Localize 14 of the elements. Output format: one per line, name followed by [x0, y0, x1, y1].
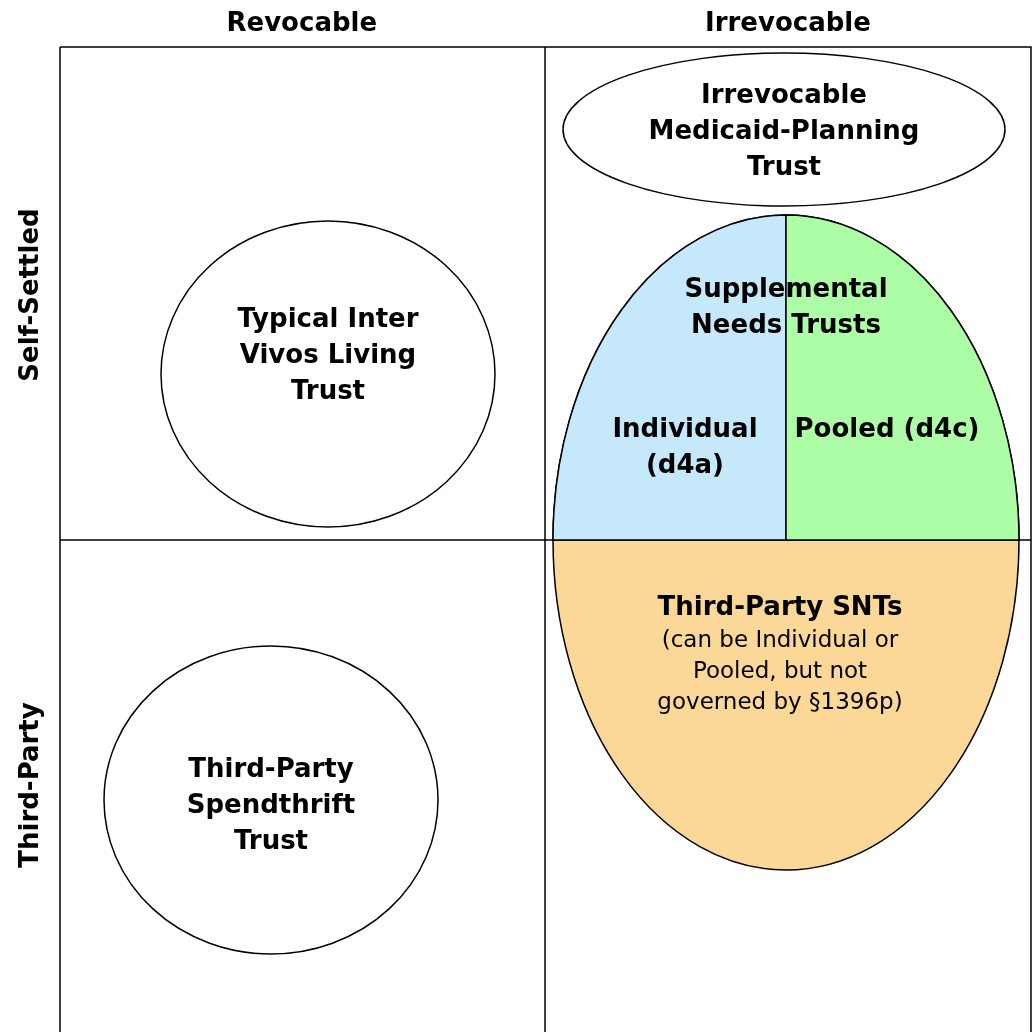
- node-title: Third-Party Spendthrift Trust: [185, 752, 357, 857]
- row-header: Self-Settled: [13, 208, 44, 382]
- ellipse-shape: [103, 645, 439, 955]
- node-title: Third-Party SNTs: [656, 590, 904, 623]
- node-title: Typical Inter Vivos Living Trust: [236, 302, 420, 407]
- node-title: Pooled (d4c): [793, 412, 981, 445]
- ellipse-shape: [160, 220, 496, 528]
- column-header: Revocable: [226, 7, 378, 37]
- node-description: (can be Individual or Pooled, but not governed by §1396p): [656, 625, 904, 716]
- column-header: Irrevocable: [705, 7, 871, 37]
- node-title: Irrevocable Medicaid-Planning Trust: [647, 78, 921, 183]
- row-header: Third-Party: [13, 702, 44, 868]
- node-title: Individual (d4a): [611, 412, 759, 481]
- ellipse-shape: [562, 52, 1006, 207]
